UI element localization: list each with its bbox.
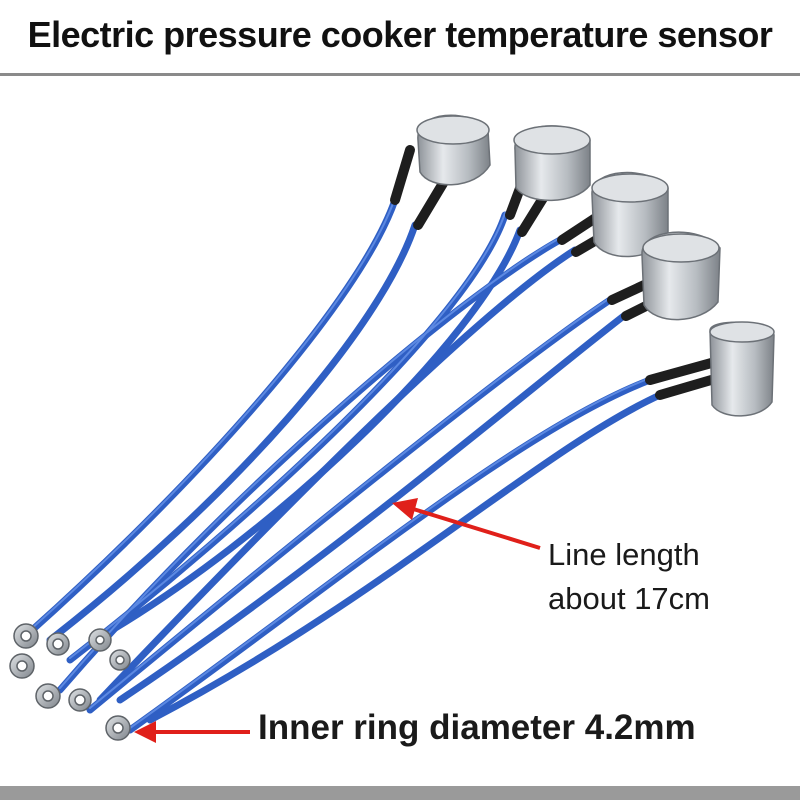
ring-terminals — [9, 623, 131, 741]
arrow-line-length — [392, 498, 541, 550]
sensor-cap-4 — [641, 231, 721, 321]
line-length-text-2: about 17cm — [548, 581, 710, 616]
wire-bundle — [26, 196, 664, 734]
ring-diameter-label: Inner ring diameter 4.2mm — [258, 708, 696, 747]
sensor-cap-5 — [709, 321, 775, 417]
footer-bar — [0, 786, 800, 800]
sensor-caps — [416, 114, 775, 417]
sensor-cap-2 — [513, 125, 591, 202]
page-title: Electric pressure cooker temperature sen… — [27, 14, 773, 55]
line-length-text-1: Line length — [548, 537, 700, 572]
product-photo — [9, 114, 775, 743]
sensor-cap-3 — [591, 171, 669, 258]
arrow-ring — [134, 721, 250, 743]
line-length-label: Line length about 17cm — [548, 533, 710, 621]
title-bar: Electric pressure cooker temperature sen… — [0, 0, 800, 76]
sensor-cap-1 — [416, 114, 491, 186]
